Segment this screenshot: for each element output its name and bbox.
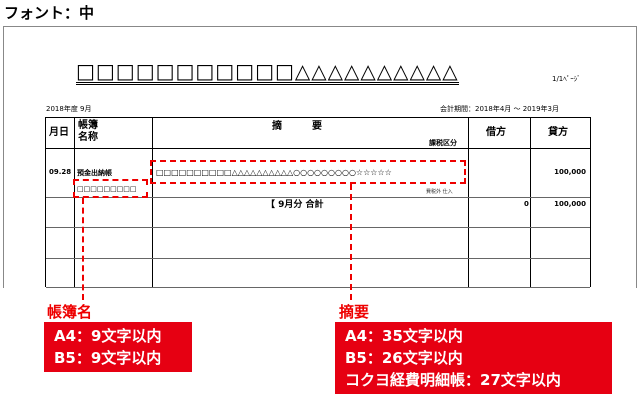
summary-annotation-label: 摘要	[339, 303, 370, 321]
row-divider	[46, 258, 590, 259]
ledger-table: 月日 帳簿 名称 摘 要 課税区分 借方 貸方 09.28 預金出納帳 □□□□…	[45, 117, 591, 288]
ledger-limit-b5: B5：9文字以内	[54, 349, 162, 367]
header-summary: 摘 要	[272, 121, 322, 132]
header-debit: 借方	[486, 127, 506, 138]
row-ledger-name: 預金出納帳	[77, 169, 112, 177]
header-date: 月日	[49, 127, 69, 138]
row-tax-note: 費税外 仕入	[426, 189, 453, 195]
report-page	[3, 26, 637, 288]
column-divider	[468, 118, 469, 287]
column-divider	[530, 118, 531, 287]
row-divider	[46, 227, 590, 228]
header-ledger-line2: 名称	[78, 132, 98, 143]
total-credit: 100,000	[554, 200, 586, 208]
summary-leader	[350, 184, 352, 300]
header-ledger-line1: 帳簿	[78, 120, 98, 131]
page-number: 1/1ﾍﾟｰｼﾞ	[552, 75, 581, 83]
row-divider	[46, 197, 590, 198]
header-divider	[46, 148, 590, 149]
ledger-name-highlight	[73, 179, 148, 198]
header-credit: 貸方	[548, 127, 568, 138]
row-divider	[46, 287, 590, 288]
column-divider	[74, 118, 75, 287]
row-credit: 100,000	[554, 168, 586, 176]
total-label: 【 9月分 合計	[266, 200, 324, 210]
total-debit: 0	[524, 200, 529, 208]
summary-highlight	[150, 160, 466, 184]
ledger-name-leader	[82, 198, 84, 300]
fiscal-year: 2018年度 9月	[46, 105, 92, 113]
ledger-name-limit-box: A4：9文字以内 B5：9文字以内	[44, 322, 192, 372]
summary-limit-a4: A4：35文字以内	[345, 327, 463, 345]
row-summary: □□□□□□□□□□△△△△△△△△△△○○○○○○○○○☆☆☆☆☆	[156, 168, 392, 177]
header-tax-category: 課税区分	[429, 139, 457, 147]
font-size-label: フォント：中	[4, 4, 95, 22]
summary-limit-box: A4：35文字以内 B5：26文字以内 コクヨ経費明細帳：27文字以内	[335, 322, 612, 394]
summary-limit-kokuyo: コクヨ経費明細帳：27文字以内	[345, 371, 561, 389]
ledger-name-annotation-label: 帳簿名	[47, 303, 93, 321]
row-date: 09.28	[49, 168, 72, 176]
ledger-limit-a4: A4：9文字以内	[54, 327, 162, 345]
report-title: □□□□□□□□□□□△△△△△△△△△△	[76, 59, 459, 85]
row-ledger-placeholder: □□□□□□□□□	[77, 185, 137, 193]
accounting-period: 会計期間：2018年4月 ～ 2019年3月	[440, 105, 559, 113]
summary-limit-b5: B5：26文字以内	[345, 349, 463, 367]
column-divider	[152, 118, 153, 287]
